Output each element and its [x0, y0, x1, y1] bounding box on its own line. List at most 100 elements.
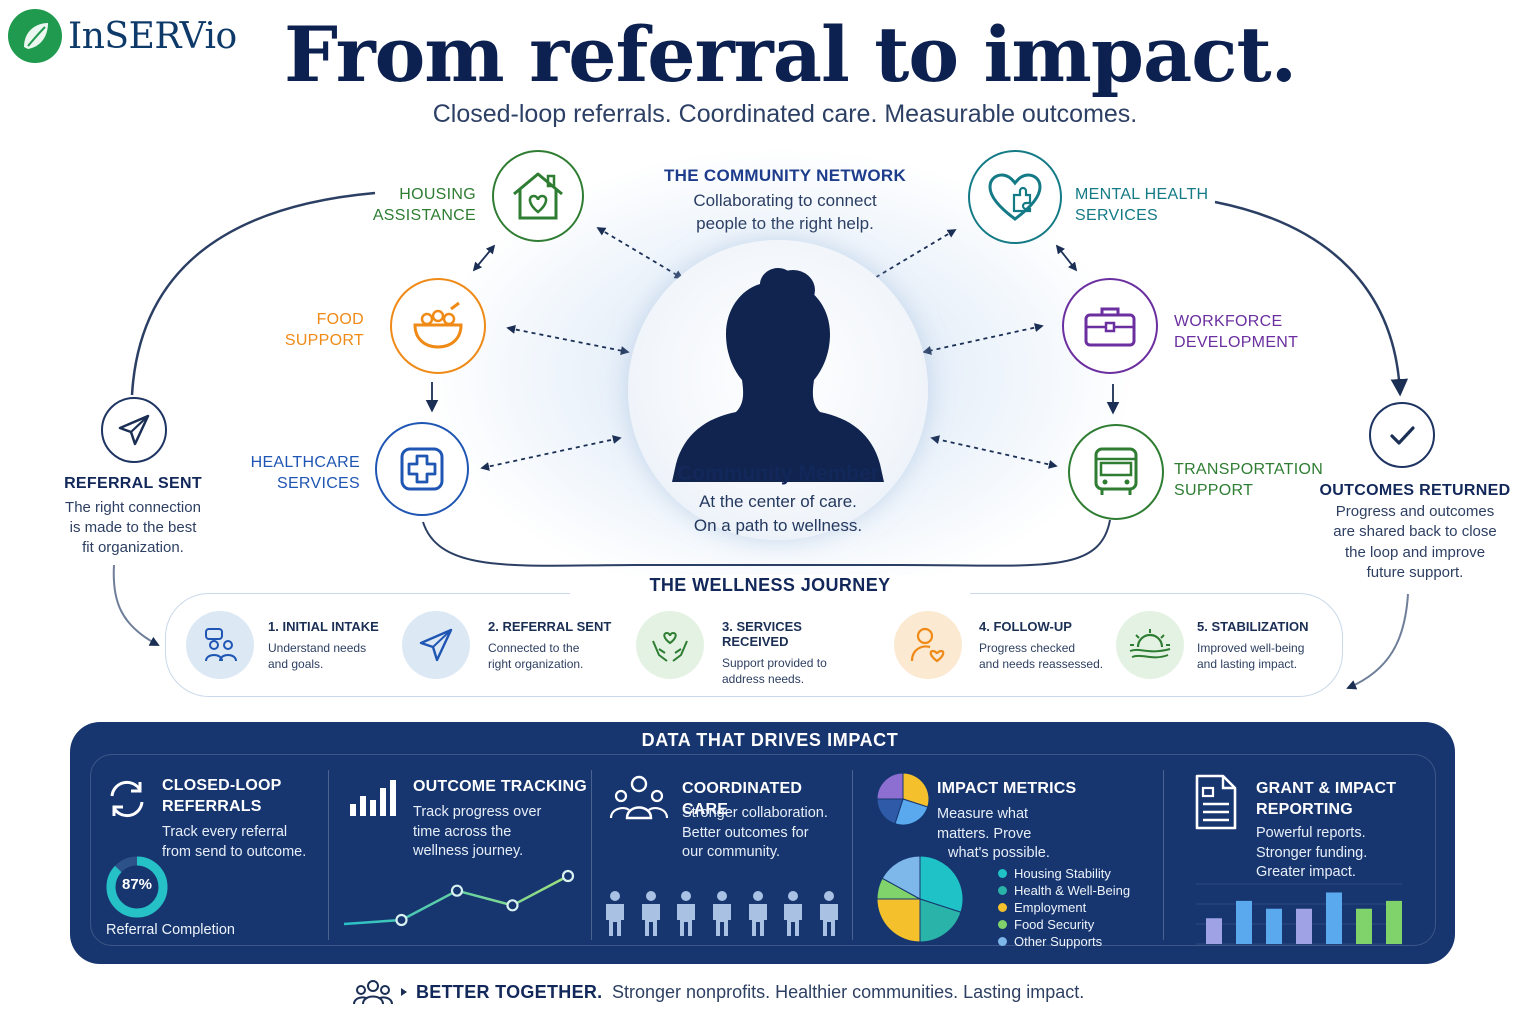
link-work-member: [922, 323, 1044, 355]
impact-metrics-title: IMPACT METRICS: [937, 780, 1077, 797]
outcomes-returned-node[interactable]: [1369, 402, 1435, 468]
completion-arc: [106, 856, 168, 918]
outcomes-returned-line: the loop and improve: [1344, 544, 1486, 561]
leaf-logo-icon: [8, 9, 62, 63]
link-housing-member: [596, 227, 684, 279]
outcomes-returned-line: are shared back to close: [1333, 523, 1497, 540]
data-panel-inner: [90, 754, 1436, 946]
outcomes-returned-line: future support.: [1366, 564, 1464, 581]
link-food-member: [506, 324, 630, 356]
checkmark-icon: [1390, 426, 1415, 445]
panel-divider: [1163, 770, 1164, 940]
legend-label: Health & Well-Being: [1014, 883, 1131, 898]
refresh-loop-icon: [110, 780, 144, 818]
sunrise-icon: [1129, 629, 1171, 659]
report-bar: [1266, 908, 1282, 944]
group-people-icon: [609, 775, 669, 820]
coordinated-care-desc: Stronger collaboration. Better outcomes …: [682, 805, 828, 860]
coordinated-care-title: COORDINATED CARE: [682, 780, 803, 818]
service-workforce[interactable]: [1062, 278, 1158, 374]
legend-item: Other Supports: [998, 933, 1158, 950]
service-transportation[interactable]: [1068, 424, 1164, 520]
footer-tagline: BETTER TOGETHER.: [416, 982, 603, 1002]
impact-pie-chart: [876, 855, 964, 943]
link-health-member: [480, 435, 622, 471]
impact-metrics-desc: Measure what matters. Prove what's possi…: [937, 806, 1050, 861]
legend-label: Employment: [1014, 900, 1087, 915]
outcomes-returned-line: Progress and outcomes: [1335, 503, 1495, 520]
member-line: On a path to wellness.: [693, 516, 863, 535]
grant-reporting-desc: Powerful reports. Stronger funding. Grea…: [1256, 825, 1368, 880]
step-referral-circle[interactable]: [402, 611, 470, 679]
member-title: Community Member: [677, 462, 879, 485]
people-row: [602, 890, 842, 938]
service-mental-health[interactable]: [968, 150, 1062, 244]
legend-swatch: [998, 869, 1007, 878]
trend-point: [561, 869, 575, 883]
loop-arc-right-lower: [1346, 593, 1409, 690]
community-member-circle: [628, 240, 928, 540]
service-housing[interactable]: [492, 150, 584, 242]
paper-plane-icon: [419, 628, 453, 662]
panel-divider: [852, 770, 853, 940]
bar-chart-icon: [350, 780, 396, 816]
hands-heart-icon: [652, 631, 688, 662]
service-healthcare[interactable]: [375, 422, 469, 516]
person-icon: [677, 891, 696, 936]
service-food[interactable]: [390, 278, 486, 374]
referral-sent-line: is made to the best: [69, 519, 197, 536]
legend-swatch: [998, 920, 1007, 929]
service-healthcare-label: HEALTHCARE SERVICES: [250, 454, 360, 492]
pie-slice: [894, 798, 929, 826]
brand-name: InSERVio: [68, 15, 237, 57]
legend-item: Food Security: [998, 916, 1158, 933]
step-stabilization-circle[interactable]: [1116, 611, 1184, 679]
page-subtitle: Closed-loop referrals. Coordinated care.…: [432, 100, 1138, 128]
referral-sent-node[interactable]: [101, 397, 167, 463]
network-heading: THE COMMUNITY NETWORK: [663, 166, 907, 185]
step-intake-circle[interactable]: [186, 611, 254, 679]
step-followup-circle[interactable]: [894, 611, 962, 679]
outcome-tracking-title: OUTCOME TRACKING: [413, 778, 587, 795]
person-icon: [748, 891, 767, 936]
trend-point: [450, 884, 464, 897]
bus-icon: [1094, 447, 1138, 495]
team-arrow-icon: [353, 980, 407, 1005]
footer-text: Stronger nonprofits. Healthier communiti…: [612, 982, 1085, 1002]
pie-slice: [881, 855, 921, 900]
network-line: people to the right help.: [696, 214, 874, 233]
trend-point: [395, 913, 408, 927]
trend-line: [343, 874, 569, 926]
panel-divider: [591, 770, 592, 940]
brand-logo[interactable]: InSERVio: [8, 8, 278, 64]
paper-plane-icon: [118, 414, 150, 446]
bottom-arc: [422, 519, 1111, 567]
trend-point: [506, 899, 519, 912]
person-icon: [641, 891, 660, 936]
service-workforce-label: WORKFORCE DEVELOPMENT: [1174, 313, 1299, 351]
pie-slice: [876, 772, 904, 800]
document-report-icon: [1195, 774, 1237, 830]
report-bar: [1326, 892, 1342, 944]
step-services-text: 3. SERVICES RECEIVED Support provided to…: [722, 619, 827, 686]
person-icon: [606, 891, 624, 936]
outcomes-returned-title: OUTCOMES RETURNED: [1319, 482, 1511, 499]
loop-arc-left: [130, 191, 376, 396]
service-transportation-label: TRANSPORTATION SUPPORT: [1174, 461, 1324, 499]
legend-swatch: [998, 937, 1007, 946]
service-mental-health-label: MENTAL HEALTH SERVICES: [1075, 186, 1209, 224]
house-heart-icon: [513, 172, 563, 220]
panel-divider: [328, 770, 329, 940]
service-food-label: FOOD SUPPORT: [284, 311, 364, 349]
link-transport-member: [930, 435, 1058, 469]
legend-item: Housing Stability: [998, 865, 1158, 882]
step-referral-text: 2. REFERRAL SENT Connected to the right …: [488, 619, 612, 671]
link-mental-member: [866, 229, 957, 283]
pie-slice: [919, 898, 962, 943]
report-bar: [1236, 900, 1252, 944]
completion-donut: [106, 856, 168, 918]
step-followup-text: 4. FOLLOW-UP Progress checked and needs …: [979, 619, 1104, 671]
referral-sent-title: REFERRAL SENT: [64, 475, 202, 492]
step-services-circle[interactable]: [636, 611, 704, 679]
